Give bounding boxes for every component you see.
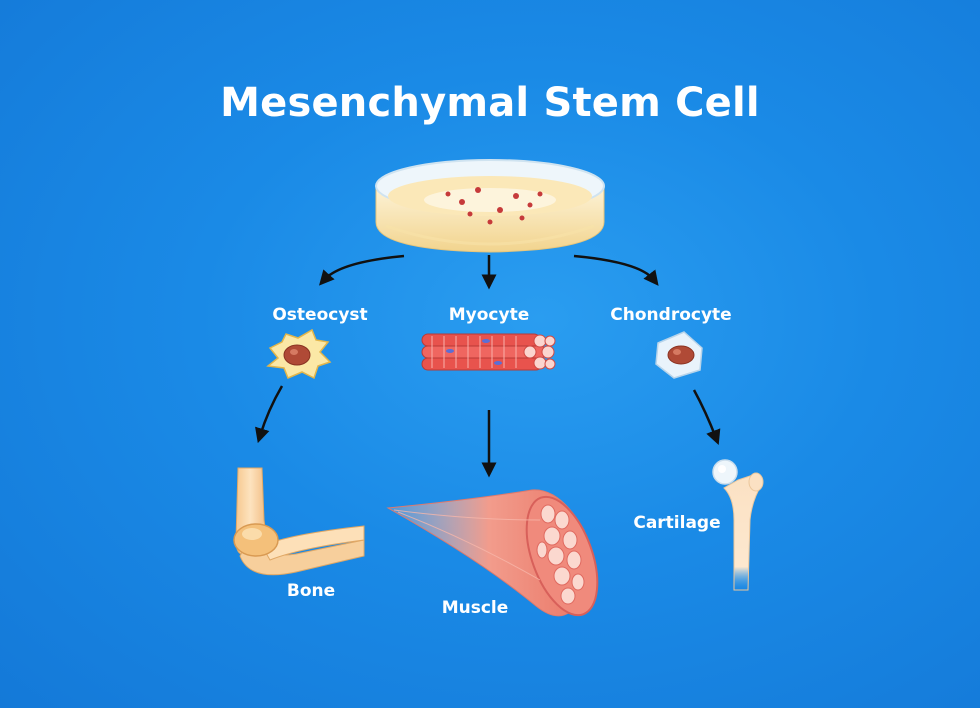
label-chondrocyte: Chondrocyte — [610, 305, 732, 325]
arrow-to-bone — [255, 385, 284, 444]
arrow-to-chondrocyte — [573, 254, 659, 286]
label-osteocyst: Osteocyst — [272, 305, 368, 325]
arrow-to-cartilage — [692, 389, 721, 445]
bone-elbow-icon — [233, 467, 365, 576]
chondrocyte-cell-icon — [655, 331, 703, 379]
page-title: Mesenchymal Stem Cell — [220, 80, 760, 126]
osteocyte-cell-icon — [266, 328, 332, 380]
label-myocyte: Myocyte — [448, 305, 530, 325]
arrow-to-osteocyst — [319, 254, 405, 286]
label-cartilage: Cartilage — [633, 513, 721, 533]
label-muscle: Muscle — [441, 598, 509, 618]
myocyte-cell-icon — [421, 333, 556, 371]
muscle-icon — [386, 489, 599, 617]
label-bone: Bone — [286, 581, 336, 601]
petri-dish-icon — [375, 159, 605, 253]
femur-cartilage-icon — [712, 459, 764, 591]
